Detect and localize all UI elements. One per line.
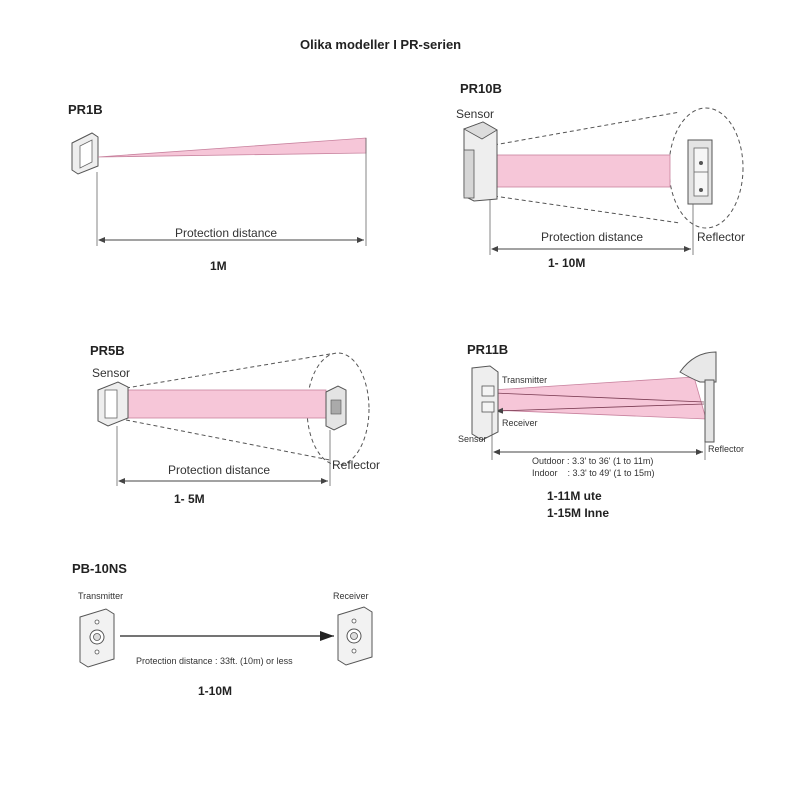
pr10b-model-label: PR10B <box>460 81 502 96</box>
pr11b-range-line1: 1-11M ute <box>547 489 602 503</box>
pr11b-range-line2: 1-15M Inne <box>547 506 610 520</box>
pb10ns-model-label: PB-10NS <box>72 561 127 576</box>
pr5b-dash-top <box>125 353 331 389</box>
pr1b-diagram <box>71 132 367 246</box>
pr5b-distance-label: Protection distance <box>168 463 271 477</box>
pr5b-reflector-face <box>330 399 342 415</box>
pr11b-transmitter-label: Transmitter <box>502 375 548 385</box>
pr10b-reflector-label: Reflector <box>697 230 746 244</box>
pr11b-return-ray <box>495 403 705 414</box>
pr10b-sensor-base <box>463 149 475 199</box>
pr1b-beam <box>97 137 367 158</box>
pr11b-model-label: PR11B <box>467 342 509 357</box>
pr5b-dash-bottom <box>125 419 331 461</box>
pb10ns-receiver-screw-bottom <box>351 648 357 654</box>
pr10b-sensor-label: Sensor <box>456 107 495 121</box>
pb10ns-receiver-screw-top <box>351 618 357 624</box>
pr10b-dash-top <box>493 111 681 146</box>
pr11b-sensor-lens-top <box>481 385 495 397</box>
pb10ns-diagram <box>79 606 373 668</box>
pb10ns-transmitter-label: Transmitter <box>78 591 124 601</box>
pr5b-sensor-lens <box>104 389 118 419</box>
pr10b-dash-bottom <box>493 195 681 224</box>
pb10ns-receiver-lens-inner <box>350 632 358 640</box>
pr11b-diagram <box>471 351 717 460</box>
pr10b-beam <box>493 154 671 188</box>
pr5b-reflector-label: Reflector <box>332 458 381 472</box>
pb10ns-transmitter-lens-inner <box>93 633 101 641</box>
pr10b-reflector-screw-top <box>699 161 703 165</box>
pr10b-reflector-screw-bottom <box>699 188 703 192</box>
pr11b-sensor-label: Sensor <box>458 434 487 444</box>
pr5b-sensor-label: Sensor <box>92 366 131 380</box>
pr1b-distance-label: Protection distance <box>175 226 278 240</box>
pr10b-range: 1- 10M <box>548 256 586 270</box>
pb10ns-range: 1-10M <box>198 684 233 698</box>
pr5b-reflector-highlight <box>306 352 370 466</box>
pr11b-reflector-hood <box>679 351 717 383</box>
pb10ns-transmitter-screw-top <box>94 619 100 625</box>
pr11b-outdoor-range: Outdoor : 3.3' to 36' (1 to 11m) <box>532 456 654 466</box>
pb10ns-distance-text: Protection distance : 33ft. (10m) or les… <box>136 656 293 666</box>
pr10b-diagram <box>463 107 744 255</box>
pr5b-model-label: PR5B <box>90 343 125 358</box>
pr11b-reflector <box>704 379 715 443</box>
pr1b-sensor-lens <box>79 139 93 169</box>
pr11b-sensor-lens-bottom <box>481 401 495 413</box>
pr5b-beam <box>123 389 327 419</box>
pb10ns-transmitter-screw-bottom <box>94 649 100 655</box>
pr1b-range: 1M <box>210 259 227 273</box>
page-title: Olika modeller I PR-serien <box>300 37 462 52</box>
pr5b-diagram <box>97 352 370 486</box>
pr11b-reflector-label: Reflector <box>708 444 745 454</box>
pr11b-transmit-ray <box>493 392 705 403</box>
pr1b-model-label: PR1B <box>68 102 103 117</box>
pr11b-receiver-label: Receiver <box>502 418 538 428</box>
pr10b-distance-label: Protection distance <box>541 230 644 244</box>
pr5b-range: 1- 5M <box>174 492 205 506</box>
pb10ns-receiver-label: Receiver <box>333 591 369 601</box>
pr10b-sensor-hood <box>463 121 498 140</box>
pr11b-indoor-range: Indoor : 3.3' to 49' (1 to 15m) <box>532 468 655 478</box>
